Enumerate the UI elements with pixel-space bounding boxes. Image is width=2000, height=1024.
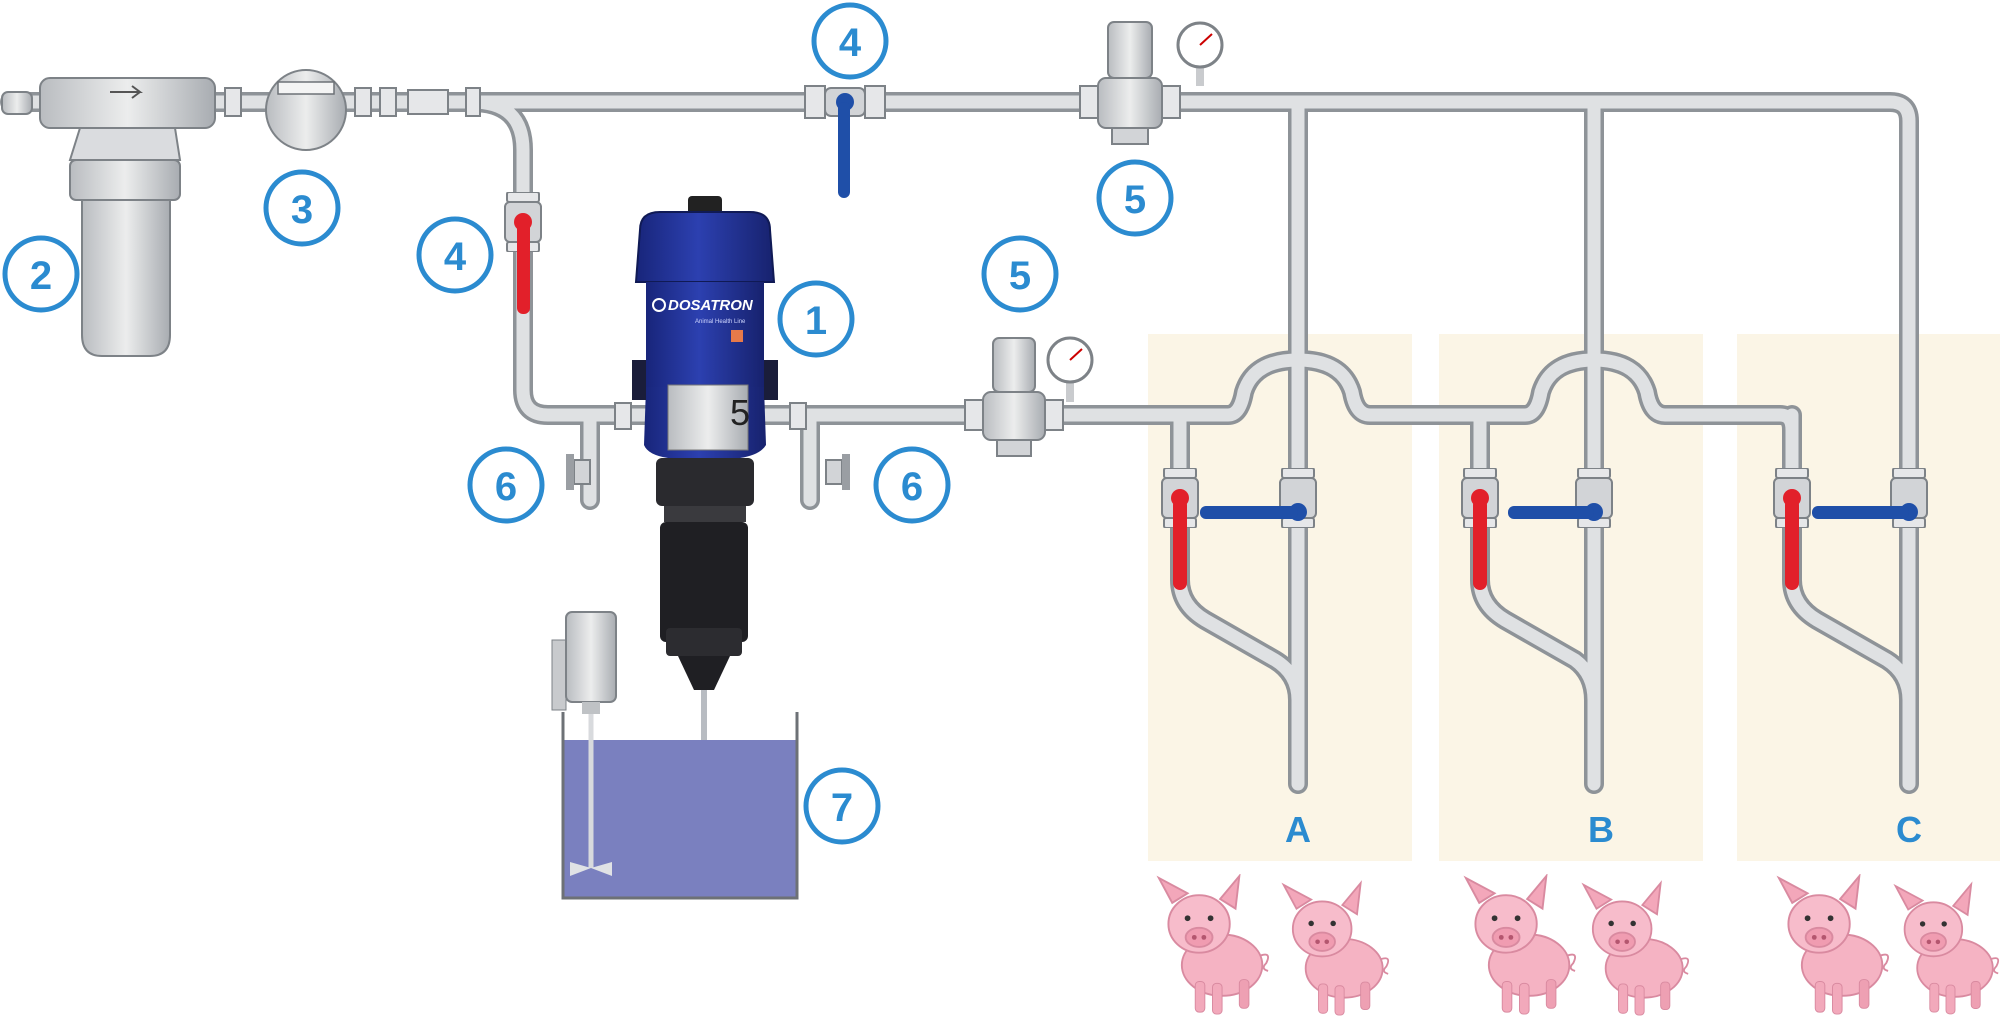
room-a-blue-valve xyxy=(1200,468,1317,528)
svg-text:5: 5 xyxy=(1124,178,1146,222)
callout-tank: 7 xyxy=(803,767,881,845)
drain-valve-right xyxy=(825,454,850,490)
pig-icon xyxy=(1464,875,1577,1016)
dosatron-model-number: 5 xyxy=(730,392,750,433)
room-label-b: B xyxy=(1588,809,1614,850)
red-handle xyxy=(517,222,530,314)
stock-solution-tank xyxy=(551,611,799,900)
drain-valve-left xyxy=(566,454,591,490)
dosatron-injector: 5 DOSATRON Animal Health Line xyxy=(632,196,778,752)
callout-drain-right: 6 xyxy=(873,446,951,524)
svg-text:2: 2 xyxy=(30,254,52,298)
filter xyxy=(1,77,216,357)
ball-valve-top xyxy=(804,85,886,198)
dosatron-logo-icon xyxy=(652,298,666,312)
room-label-c: C xyxy=(1896,809,1922,850)
pig-icon xyxy=(1777,875,1890,1016)
svg-text:1: 1 xyxy=(805,299,827,343)
svg-text:3: 3 xyxy=(291,188,313,232)
svg-text:6: 6 xyxy=(901,465,923,509)
svg-text:6: 6 xyxy=(495,465,517,509)
room-b-red-valve xyxy=(1461,468,1499,590)
pig-icon xyxy=(1894,883,2000,1015)
room-b-blue-valve xyxy=(1508,468,1613,528)
pig-icon xyxy=(1582,882,1690,1017)
callout-regulator-mid: 5 xyxy=(981,235,1059,313)
svg-text:5: 5 xyxy=(1009,254,1031,298)
room-a-red-valve xyxy=(1161,468,1199,590)
room-label-a: A xyxy=(1285,809,1311,850)
ball-valve-bypass xyxy=(504,192,542,314)
room-valves xyxy=(1161,468,1928,590)
pipe-network xyxy=(0,87,1919,794)
room-c-red-valve xyxy=(1773,468,1811,590)
mixer xyxy=(551,611,617,876)
room-c-blue-valve xyxy=(1812,468,1928,528)
pig-icon xyxy=(1157,875,1270,1016)
dosatron-brand: DOSATRON xyxy=(668,297,754,314)
callout-valve-top: 4 xyxy=(811,2,889,80)
svg-text:4: 4 xyxy=(839,21,862,65)
callout-regulator-top: 5 xyxy=(1096,159,1174,237)
pressure-regulator-top xyxy=(1079,21,1224,145)
pressure-regulator-mid xyxy=(964,336,1094,457)
svg-text:4: 4 xyxy=(444,235,467,279)
callout-drain-left: 6 xyxy=(467,446,545,524)
callout-water-meter: 3 xyxy=(263,169,341,247)
pig-icon xyxy=(1282,882,1390,1017)
callout-valve-bypass: 4 xyxy=(416,216,494,294)
callout-dosatron: 1 xyxy=(777,280,855,358)
water-meter xyxy=(265,69,347,151)
svg-text:7: 7 xyxy=(831,786,853,830)
dosatron-subtitle: Animal Health Line xyxy=(695,319,746,325)
blue-handle xyxy=(838,102,850,198)
callout-filter: 2 xyxy=(2,235,80,313)
